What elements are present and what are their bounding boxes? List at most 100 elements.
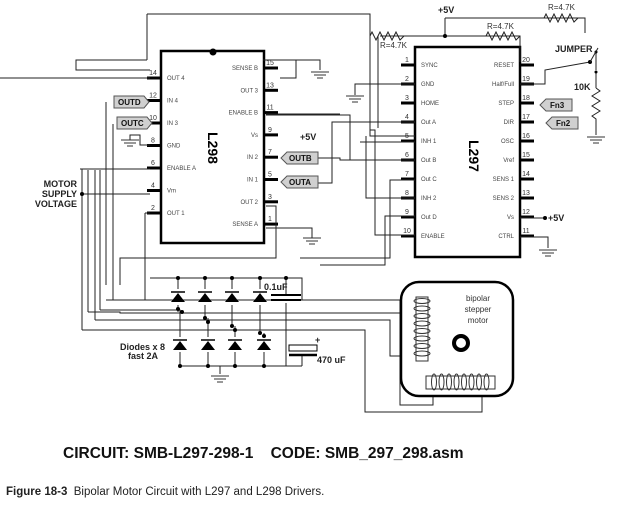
figure-text: Bipolar Motor Circuit with L297 and L298…: [73, 486, 325, 498]
tag-outc: OUTC: [116, 116, 153, 130]
motor-shaft: [452, 334, 470, 352]
pin-label: ENABLE: [421, 234, 445, 240]
pin-number: 10: [149, 115, 157, 122]
diode: [201, 339, 215, 350]
pin-label: Out C: [421, 177, 437, 183]
motor-label-1: bipolar: [466, 294, 490, 303]
pin-number: 6: [405, 152, 409, 159]
l298-body: [159, 49, 266, 245]
svg-text:OUTB: OUTB: [289, 154, 312, 163]
ground-icon: [346, 95, 364, 103]
pin-number: 20: [522, 57, 530, 64]
plus5v-l297-label: +5V: [548, 213, 564, 223]
pin-label: CTRL: [498, 234, 514, 240]
pin-label: OUT 1: [167, 211, 185, 217]
pin-label: Vm: [167, 189, 176, 195]
pin-label: OUT 2: [240, 200, 258, 206]
pin-number: 11: [266, 105, 273, 112]
pin-label: STEP: [498, 101, 514, 107]
pin-label: Half/Full: [492, 82, 514, 88]
pin-number: 2: [151, 205, 155, 212]
resistor-r3: [543, 12, 579, 24]
tag-fn3: Fn3: [539, 98, 573, 112]
pin-number: 4: [151, 183, 155, 190]
pin-label: SENSE B: [232, 66, 258, 72]
pin-number: 1: [405, 57, 409, 64]
pin-label: ENABLE B: [229, 111, 258, 117]
diode: [253, 291, 267, 302]
pin-number: 8: [151, 138, 155, 145]
capacitor-470uf: [288, 344, 318, 357]
pin-number: 8: [405, 190, 409, 197]
pin-number: 18: [522, 95, 530, 102]
pin-number: 7: [268, 149, 272, 156]
tag-fn2: Fn2: [545, 116, 579, 130]
figure-label: Figure 18-3: [6, 486, 68, 498]
pin-label: Out D: [421, 215, 437, 221]
pin-label: OUT 3: [240, 88, 258, 94]
plus5v-l298-label: +5V: [300, 132, 316, 142]
pin-number: 10: [403, 228, 411, 235]
pin-number: 4: [405, 114, 409, 121]
motor-supply-label-1: MOTOR: [44, 179, 78, 189]
resistor-10k: [591, 87, 601, 122]
stepper-motor: bipolar stepper motor: [399, 280, 515, 398]
pin-label: SYNC: [421, 63, 438, 69]
diodes-label-1: Diodes x 8: [120, 342, 165, 352]
pin-number: 15: [522, 152, 530, 159]
jumper-label: JUMPER: [555, 44, 593, 54]
coil-a: [413, 298, 431, 357]
pin-label: GND: [421, 82, 435, 88]
pin-number: 6: [151, 160, 155, 167]
diode: [228, 339, 242, 350]
pin-label: IN 1: [247, 178, 259, 184]
diode: [171, 291, 185, 302]
l297-right-pins: 20RESET19Half/Full18STEP17DIR16OSC15Vref…: [492, 57, 534, 240]
l297-body: [413, 45, 522, 259]
svg-text:OUTD: OUTD: [118, 98, 141, 107]
l297-name: L297: [466, 140, 482, 172]
pin-number: 14: [149, 70, 157, 77]
pin-number: 12: [522, 209, 530, 216]
pin-number: 11: [522, 228, 529, 235]
svg-text:OUTC: OUTC: [121, 119, 144, 128]
cap-small-label: 0.1uF: [264, 282, 288, 292]
pin-number: 3: [268, 194, 272, 201]
tag-outa: OUTA: [280, 175, 319, 189]
cap-plus-label: +: [315, 335, 320, 345]
tag-outb: OUTB: [280, 151, 319, 165]
pin-label: IN 2: [247, 155, 259, 161]
pin-label: INH 2: [421, 196, 437, 202]
pin-label: Vs: [507, 215, 514, 221]
svg-text:Fn3: Fn3: [550, 101, 565, 110]
resistor-r1: [369, 30, 415, 42]
ground-icon: [211, 375, 229, 383]
l298-notch: [209, 48, 217, 56]
svg-text:OUTA: OUTA: [289, 178, 311, 187]
pin-number: 3: [405, 95, 409, 102]
pin-number: 19: [522, 76, 530, 83]
pin-label: Vref: [503, 158, 514, 164]
pin-number: 14: [522, 171, 530, 178]
pin-label: ENABLE A: [167, 166, 196, 172]
ground-icon: [303, 237, 321, 245]
plus5v-top-label: +5V: [438, 5, 454, 15]
cap-large-label: 470 uF: [317, 355, 346, 365]
coil-b: [431, 373, 490, 391]
pin-number: 9: [405, 209, 409, 216]
circuit-code-line: CIRCUIT: SMB-L297-298-1 CODE: SMB_297_29…: [63, 445, 464, 462]
pin-number: 17: [522, 114, 530, 121]
pin-label: OUT 4: [167, 76, 185, 82]
pin-label: RESET: [494, 63, 514, 69]
ground-icon: [587, 136, 605, 144]
pin-label: DIR: [504, 120, 515, 126]
pin-label: Out A: [421, 120, 436, 126]
pin-label: IN 4: [167, 99, 179, 105]
pin-label: IN 3: [167, 121, 179, 127]
motor-label-2: stepper: [465, 305, 492, 314]
pin-number: 9: [268, 127, 272, 134]
